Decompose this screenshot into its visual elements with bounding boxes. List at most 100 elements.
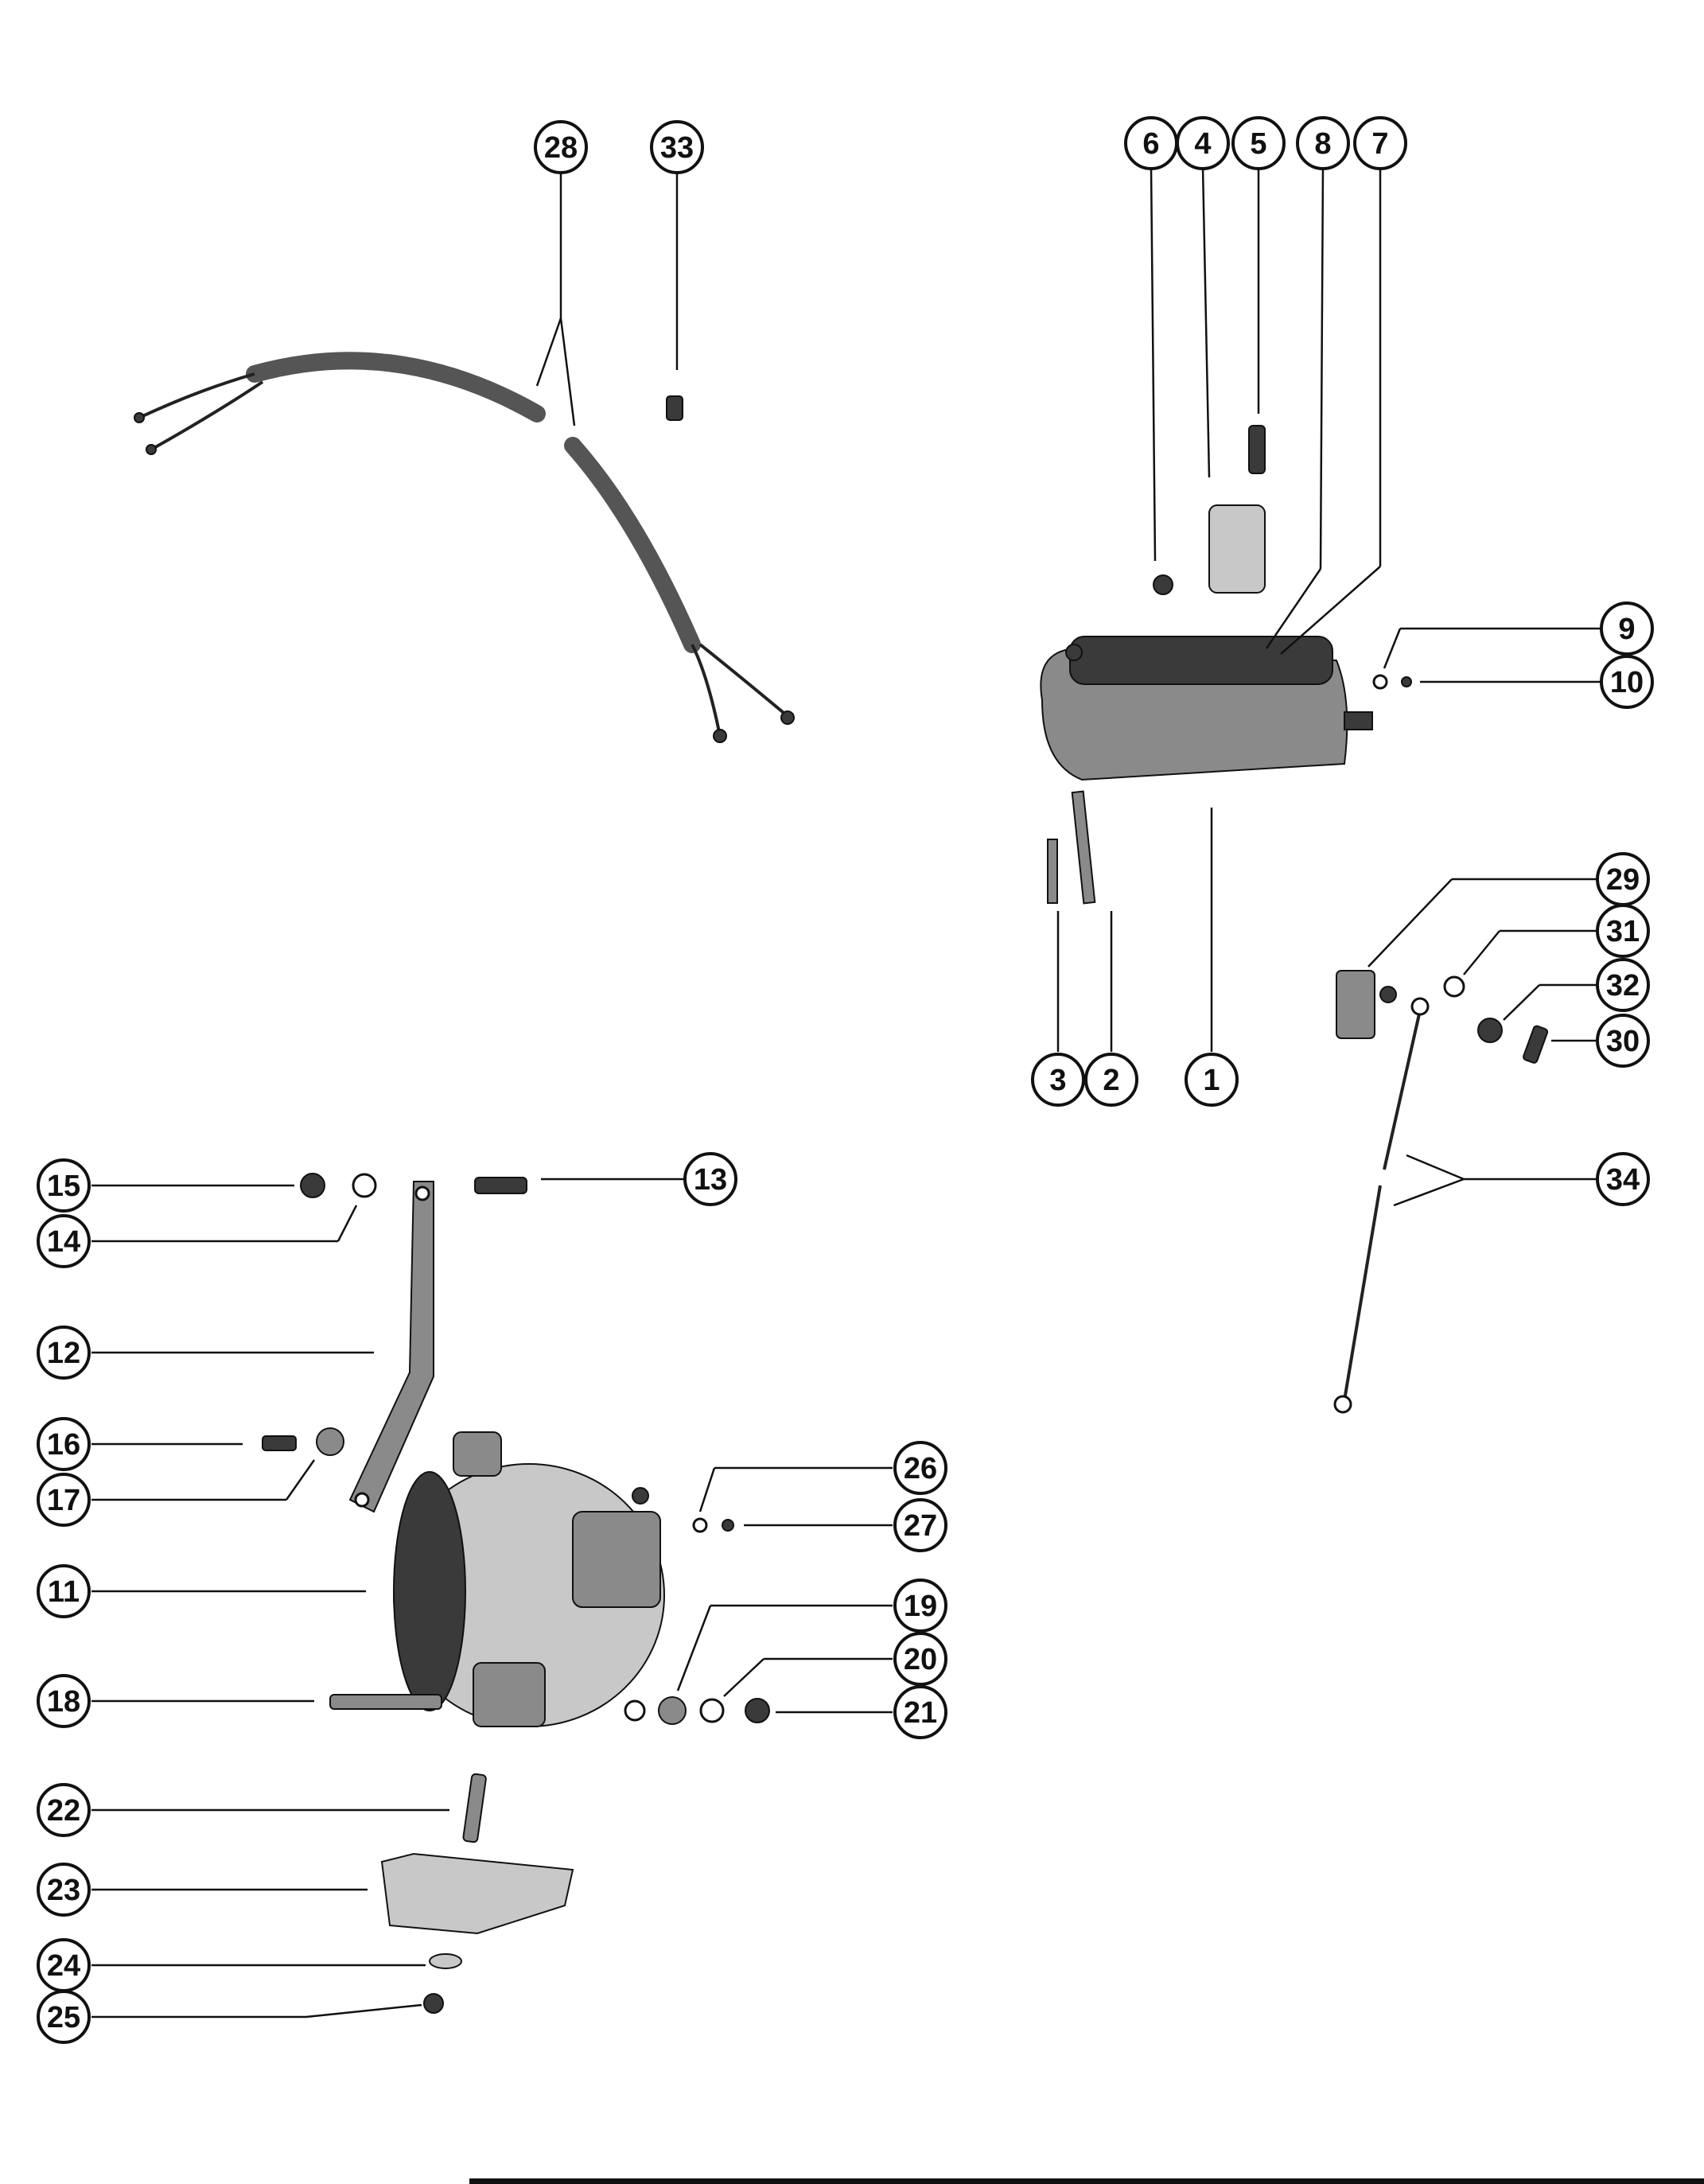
callout-30: 30 bbox=[1596, 1014, 1650, 1068]
callout-15: 15 bbox=[37, 1158, 91, 1213]
svg-text:16: 16 bbox=[47, 1428, 80, 1462]
nut bbox=[745, 1698, 770, 1723]
svg-text:10: 10 bbox=[1610, 666, 1644, 699]
svg-text:24: 24 bbox=[47, 1949, 80, 1983]
svg-text:4: 4 bbox=[1194, 127, 1211, 161]
svg-text:15: 15 bbox=[47, 1170, 80, 1203]
nut bbox=[1477, 1018, 1503, 1043]
svg-text:8: 8 bbox=[1314, 127, 1331, 161]
washer bbox=[352, 1173, 377, 1198]
through-bolt bbox=[1071, 790, 1096, 905]
callout-5: 5 bbox=[1231, 116, 1286, 170]
svg-text:19: 19 bbox=[904, 1590, 937, 1623]
solenoid-cover bbox=[1208, 504, 1266, 594]
pivot-bolt bbox=[329, 1694, 442, 1710]
callout-17: 17 bbox=[37, 1473, 91, 1527]
nut bbox=[423, 1993, 444, 2014]
svg-text:32: 32 bbox=[1606, 969, 1640, 1002]
callout-7: 7 bbox=[1353, 116, 1407, 170]
screw bbox=[1047, 839, 1058, 904]
svg-text:14: 14 bbox=[47, 1225, 80, 1259]
svg-text:29: 29 bbox=[1606, 863, 1640, 897]
callout-33: 33 bbox=[650, 120, 704, 174]
nut bbox=[300, 1173, 325, 1198]
callout-18: 18 bbox=[37, 1674, 91, 1728]
svg-text:12: 12 bbox=[47, 1337, 80, 1370]
callout-10: 10 bbox=[1600, 655, 1654, 709]
svg-text:31: 31 bbox=[1606, 915, 1640, 948]
washer bbox=[699, 1698, 725, 1723]
washer bbox=[624, 1699, 646, 1722]
callout-3: 3 bbox=[1031, 1053, 1085, 1107]
washer bbox=[1443, 975, 1465, 998]
svg-text:22: 22 bbox=[47, 1794, 80, 1828]
callout-31: 31 bbox=[1596, 904, 1650, 958]
starter-motor bbox=[1040, 636, 1373, 781]
svg-text:20: 20 bbox=[904, 1643, 937, 1676]
callout-21: 21 bbox=[893, 1685, 947, 1739]
svg-text:23: 23 bbox=[47, 1874, 80, 1907]
callout-4: 4 bbox=[1176, 116, 1230, 170]
svg-text:25: 25 bbox=[47, 2001, 80, 2034]
battery-cable bbox=[1333, 997, 1430, 1414]
callout-1: 1 bbox=[1185, 1053, 1239, 1107]
nut bbox=[722, 1519, 734, 1532]
washer bbox=[429, 1953, 462, 1969]
svg-text:26: 26 bbox=[904, 1452, 937, 1485]
callout-28: 28 bbox=[534, 120, 588, 174]
callout-2: 2 bbox=[1084, 1053, 1138, 1107]
washer bbox=[692, 1517, 708, 1533]
callout-16: 16 bbox=[37, 1417, 91, 1471]
svg-text:28: 28 bbox=[544, 131, 578, 165]
wire-clip bbox=[666, 395, 683, 421]
stud bbox=[1248, 425, 1266, 474]
callout-8: 8 bbox=[1296, 116, 1350, 170]
callout-29: 29 bbox=[1596, 852, 1650, 906]
callouts: 28 33 6 4 5 8 7 9 10 3 2 1 29 31 32 30 3… bbox=[37, 116, 1654, 2044]
callout-14: 14 bbox=[37, 1214, 91, 1268]
svg-text:27: 27 bbox=[904, 1509, 937, 1543]
svg-text:21: 21 bbox=[904, 1696, 937, 1730]
svg-text:34: 34 bbox=[1606, 1163, 1640, 1197]
callout-9: 9 bbox=[1600, 601, 1654, 656]
callout-12: 12 bbox=[37, 1326, 91, 1380]
callout-24: 24 bbox=[37, 1938, 91, 1992]
callout-23: 23 bbox=[37, 1863, 91, 1917]
washer bbox=[316, 1427, 344, 1456]
adjusting-arm bbox=[348, 1181, 434, 1513]
svg-text:18: 18 bbox=[47, 1685, 80, 1719]
cable-end bbox=[1523, 1025, 1549, 1064]
svg-text:11: 11 bbox=[48, 1575, 80, 1609]
svg-text:2: 2 bbox=[1103, 1064, 1119, 1097]
svg-text:13: 13 bbox=[694, 1163, 727, 1197]
svg-text:30: 30 bbox=[1606, 1025, 1640, 1058]
svg-text:33: 33 bbox=[660, 131, 694, 165]
alternator bbox=[393, 1431, 665, 1727]
callout-13: 13 bbox=[683, 1152, 737, 1206]
callout-26: 26 bbox=[893, 1441, 947, 1495]
svg-text:5: 5 bbox=[1250, 127, 1266, 161]
leader-lines bbox=[91, 166, 1603, 2019]
callout-22: 22 bbox=[37, 1783, 91, 1837]
callout-32: 32 bbox=[1596, 958, 1650, 1012]
stud bbox=[462, 1773, 487, 1843]
nut bbox=[1153, 574, 1173, 595]
svg-text:6: 6 bbox=[1142, 127, 1159, 161]
stud bbox=[474, 1177, 527, 1194]
callout-25: 25 bbox=[37, 1990, 91, 2044]
spacer bbox=[658, 1696, 687, 1725]
callout-6: 6 bbox=[1124, 116, 1178, 170]
nut bbox=[1401, 676, 1412, 687]
svg-text:9: 9 bbox=[1618, 613, 1635, 646]
svg-text:3: 3 bbox=[1049, 1064, 1066, 1097]
terminal-block bbox=[1336, 970, 1397, 1039]
washer bbox=[1372, 674, 1388, 690]
callout-20: 20 bbox=[893, 1632, 947, 1686]
mounting-bracket bbox=[380, 1852, 574, 1935]
callout-19: 19 bbox=[893, 1579, 947, 1633]
svg-text:17: 17 bbox=[47, 1484, 80, 1517]
svg-text:1: 1 bbox=[1203, 1064, 1220, 1097]
wiring-harness bbox=[134, 352, 795, 743]
callout-34: 34 bbox=[1596, 1152, 1650, 1206]
